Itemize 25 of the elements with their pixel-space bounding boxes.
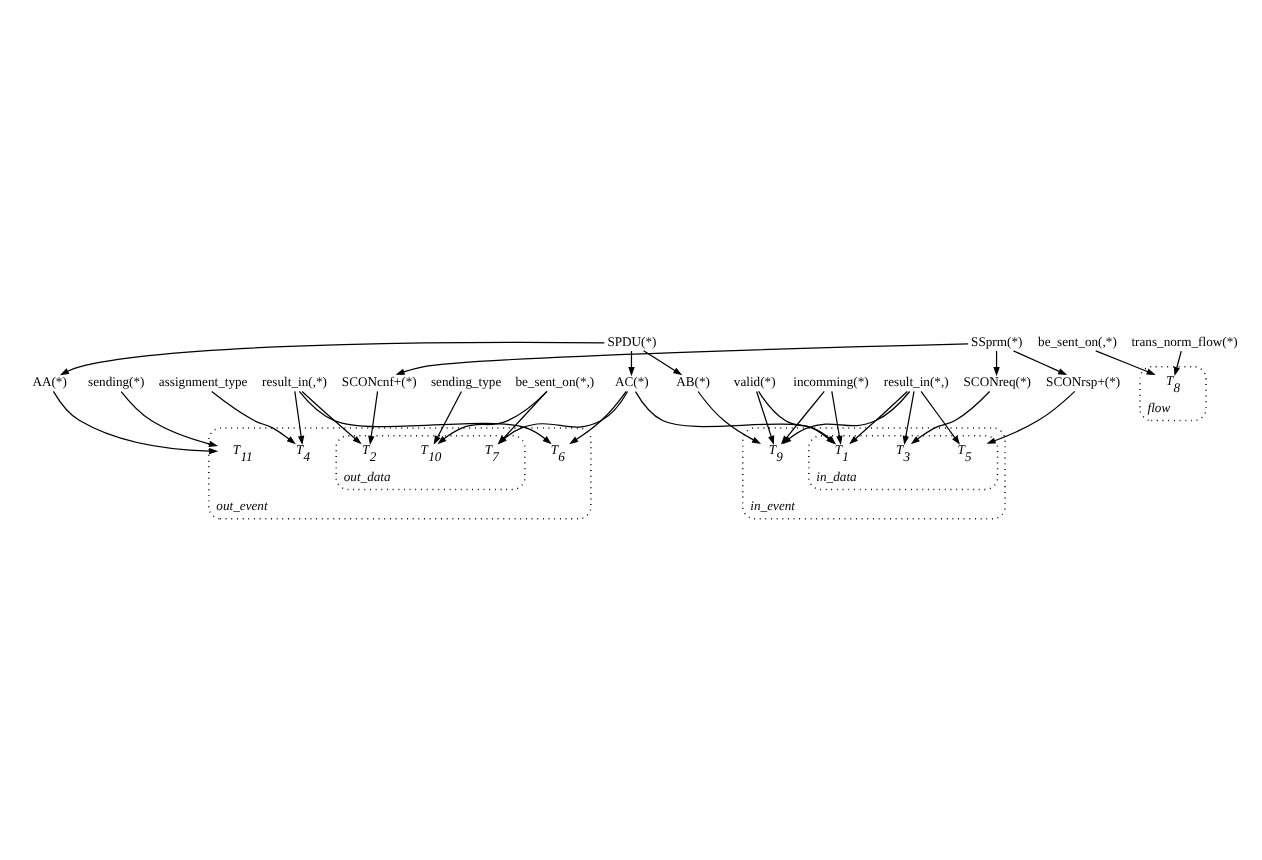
arrow xyxy=(52,390,219,455)
arrow xyxy=(697,390,762,444)
arrow xyxy=(497,390,629,445)
arrow xyxy=(1095,350,1156,375)
arrow xyxy=(1173,350,1182,377)
arrow xyxy=(294,390,305,445)
arrow xyxy=(59,341,605,376)
arrow xyxy=(301,390,362,445)
arrow xyxy=(437,390,548,445)
arrow xyxy=(395,343,969,375)
arrow xyxy=(642,350,683,376)
arrow xyxy=(1012,350,1068,376)
arrow xyxy=(433,390,463,445)
arrow xyxy=(211,390,296,445)
arrow xyxy=(756,390,775,445)
arrow xyxy=(910,390,991,445)
arrow xyxy=(902,390,915,445)
arrow xyxy=(120,391,219,447)
arrow xyxy=(986,390,1076,444)
arrow xyxy=(849,390,908,445)
arrow xyxy=(298,390,552,445)
arrow xyxy=(569,390,627,445)
arrow xyxy=(368,390,379,445)
arrow xyxy=(920,390,960,445)
arrow xyxy=(831,390,843,445)
